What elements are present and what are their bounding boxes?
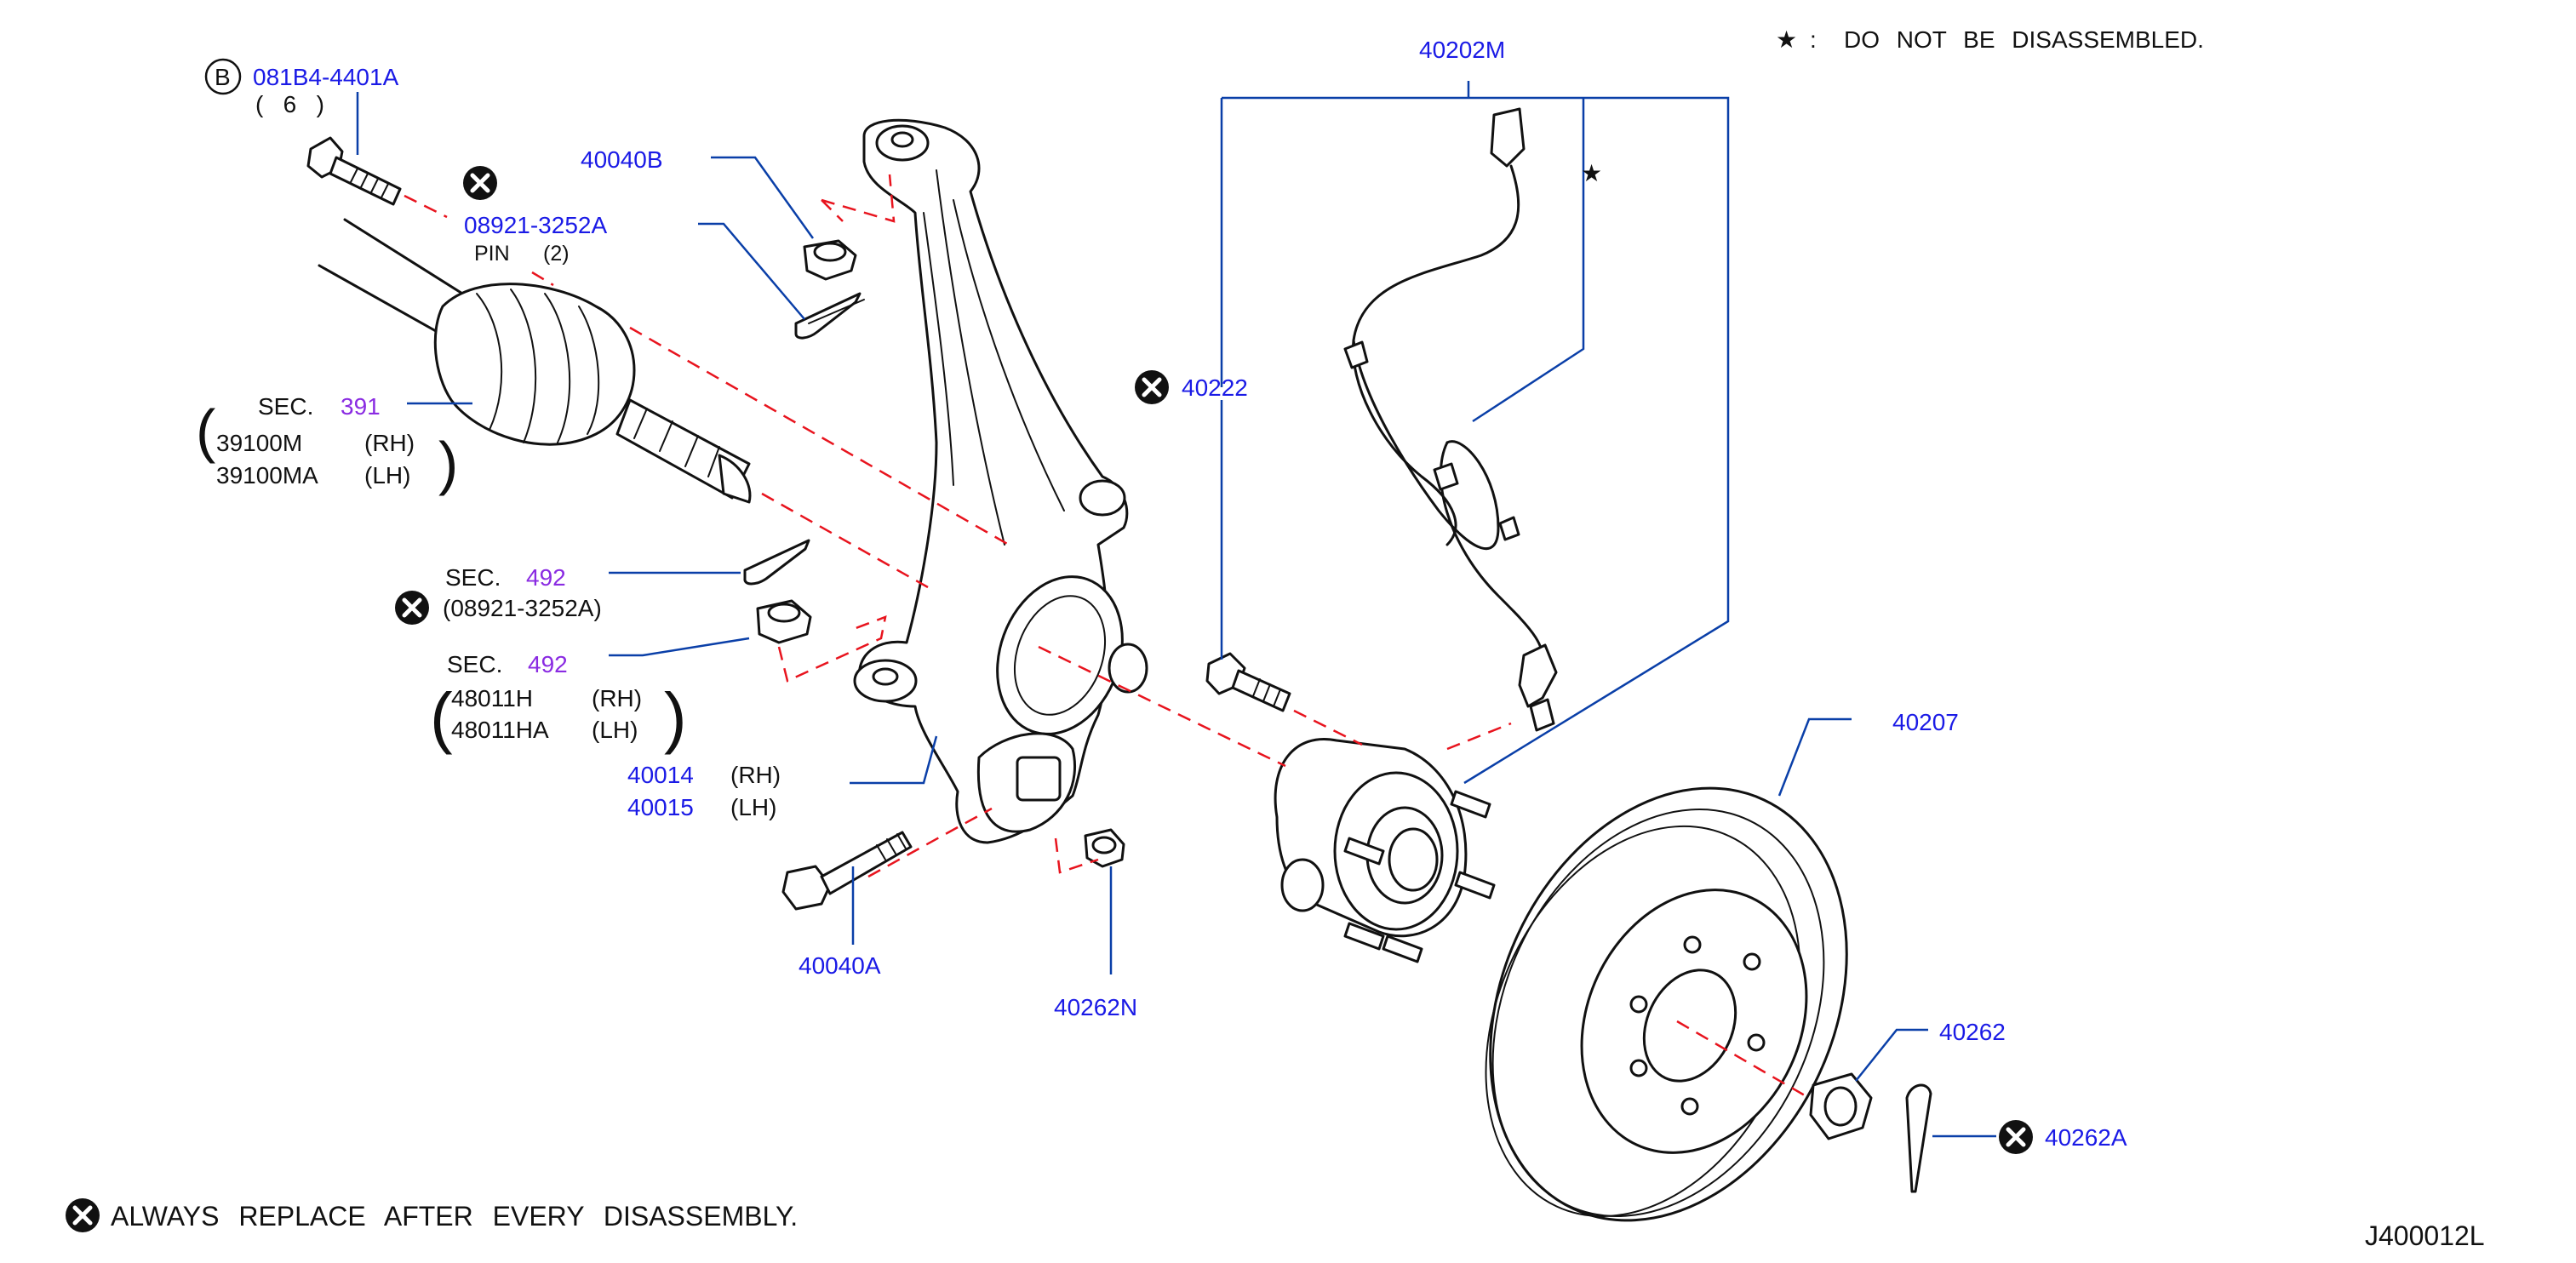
bolt-081b4-drawing: [306, 136, 402, 206]
star-icon: ★: [1776, 26, 1797, 53]
label-sec-492-pin: SEC. 492 (08921-3252A): [395, 564, 602, 625]
cotter-pin-40262a-drawing: [1905, 1083, 1932, 1193]
sec-492b-rh-part: 48011H: [451, 685, 533, 712]
pin-name: PIN: [474, 242, 510, 266]
label-bolt-40222: 40222: [1135, 370, 1248, 404]
steering-knuckle-drawing: [853, 118, 1148, 844]
knuckle-lh-part: 40015: [627, 794, 694, 820]
label-40040b: 40040B: [581, 146, 663, 173]
label-sec-391: SEC. 391 ( 39100M (RH) 39100MA (LH) ): [196, 393, 458, 496]
wheel-hub-drawing: [1274, 738, 1496, 963]
hub-nut-40262-drawing: [1809, 1072, 1873, 1140]
drive-shaft-drawing: [318, 218, 752, 504]
label-40262: 40262: [1939, 1019, 2006, 1045]
sec-492a-pin: (08921-3252A): [443, 595, 602, 621]
sec-391-rh-tag: (RH): [364, 430, 415, 456]
sec-391-lh-tag: (LH): [364, 462, 410, 489]
sec-391-prefix: SEC.: [258, 393, 313, 420]
nut-40262n-drawing: [1084, 828, 1125, 868]
label-40040a: 40040A: [799, 952, 881, 979]
assembly-lines: [404, 174, 1810, 1100]
always-replace-text: ALWAYS REPLACE AFTER EVERY DISASSEMBLY.: [111, 1201, 798, 1232]
right-paren-icon: ): [664, 679, 687, 755]
label-pin-40262a: 40262A: [1999, 1120, 2127, 1154]
pin-quantity: (2): [543, 242, 570, 266]
always-replace-note: ALWAYS REPLACE AFTER EVERY DISASSEMBLY.: [66, 1198, 798, 1232]
sec-492b-number: 492: [528, 651, 568, 677]
label-sec-492-nut: SEC. 492 ( 48011H (RH) 48011HA (LH) ): [430, 651, 687, 755]
note-colon: :: [1810, 26, 1817, 53]
x-circle-icon: [66, 1198, 100, 1232]
label-bolt-081b4: B 081B4-4401A ( 6 ): [204, 58, 399, 117]
bolt-081b4-quantity: ( 6 ): [255, 91, 324, 117]
cotter-pin-upper-drawing: [794, 292, 865, 340]
bolt-081b4-part-number: 081B4-4401A: [253, 64, 399, 90]
star-icon: ★: [1581, 160, 1602, 186]
bolt-40222-drawing: [1205, 652, 1291, 712]
nut-sec492-drawing: [756, 599, 812, 644]
label-40207: 40207: [1892, 709, 1959, 735]
sec-391-rh-part: 39100M: [216, 430, 302, 456]
brake-rotor-drawing: [1485, 786, 1848, 1222]
bolt-marker-letter: B: [215, 64, 231, 90]
label-40262n: 40262N: [1054, 994, 1137, 1020]
bolt-40040a-drawing: [781, 831, 913, 911]
bolt-40222-part-number: 40222: [1182, 374, 1248, 401]
left-paren-icon: (: [196, 397, 215, 464]
label-pin-08921: 08921-3252A PIN (2): [463, 166, 607, 266]
label-40202m: 40202M: [1419, 37, 1505, 63]
x-circle-icon: [1999, 1120, 2033, 1154]
pin-40262a-part-number: 40262A: [2045, 1124, 2127, 1151]
wheel-speed-sensor-drawing: [1343, 107, 1558, 732]
x-circle-icon: [463, 166, 497, 200]
sec-492a-number: 492: [526, 564, 566, 591]
pin-part-number: 08921-3252A: [464, 212, 607, 238]
b-circle-icon: [204, 58, 242, 95]
knuckle-lh-tag: (LH): [730, 794, 776, 820]
sec-391-number: 391: [341, 393, 381, 420]
right-paren-icon: ): [438, 430, 458, 496]
label-knuckle: 40014 (RH) 40015 (LH): [627, 762, 781, 820]
leader-lines: [356, 81, 1996, 1138]
knuckle-rh-part: 40014: [627, 762, 694, 788]
knuckle-rh-tag: (RH): [730, 762, 781, 788]
sec-492a-prefix: SEC.: [445, 564, 501, 591]
do-not-disassemble-note: ★ : DO NOT BE DISASSEMBLED.: [1776, 26, 2204, 53]
drawing-id: J400012L: [2365, 1220, 2485, 1251]
left-paren-icon: (: [430, 679, 453, 755]
sec-492b-rh-tag: (RH): [592, 685, 642, 712]
do-not-disassemble-text: DO NOT BE DISASSEMBLED.: [1844, 26, 2204, 53]
sec-492b-lh-part: 48011HA: [451, 717, 549, 743]
x-circle-icon: [395, 591, 429, 625]
x-circle-icon: [1135, 370, 1169, 404]
sec-391-lh-part: 39100MA: [216, 462, 318, 489]
cotter-pin-middle-drawing: [743, 539, 810, 586]
sec-492b-prefix: SEC.: [447, 651, 502, 677]
nut-40040b-drawing: [803, 239, 857, 281]
sec-492b-lh-tag: (LH): [592, 717, 638, 743]
